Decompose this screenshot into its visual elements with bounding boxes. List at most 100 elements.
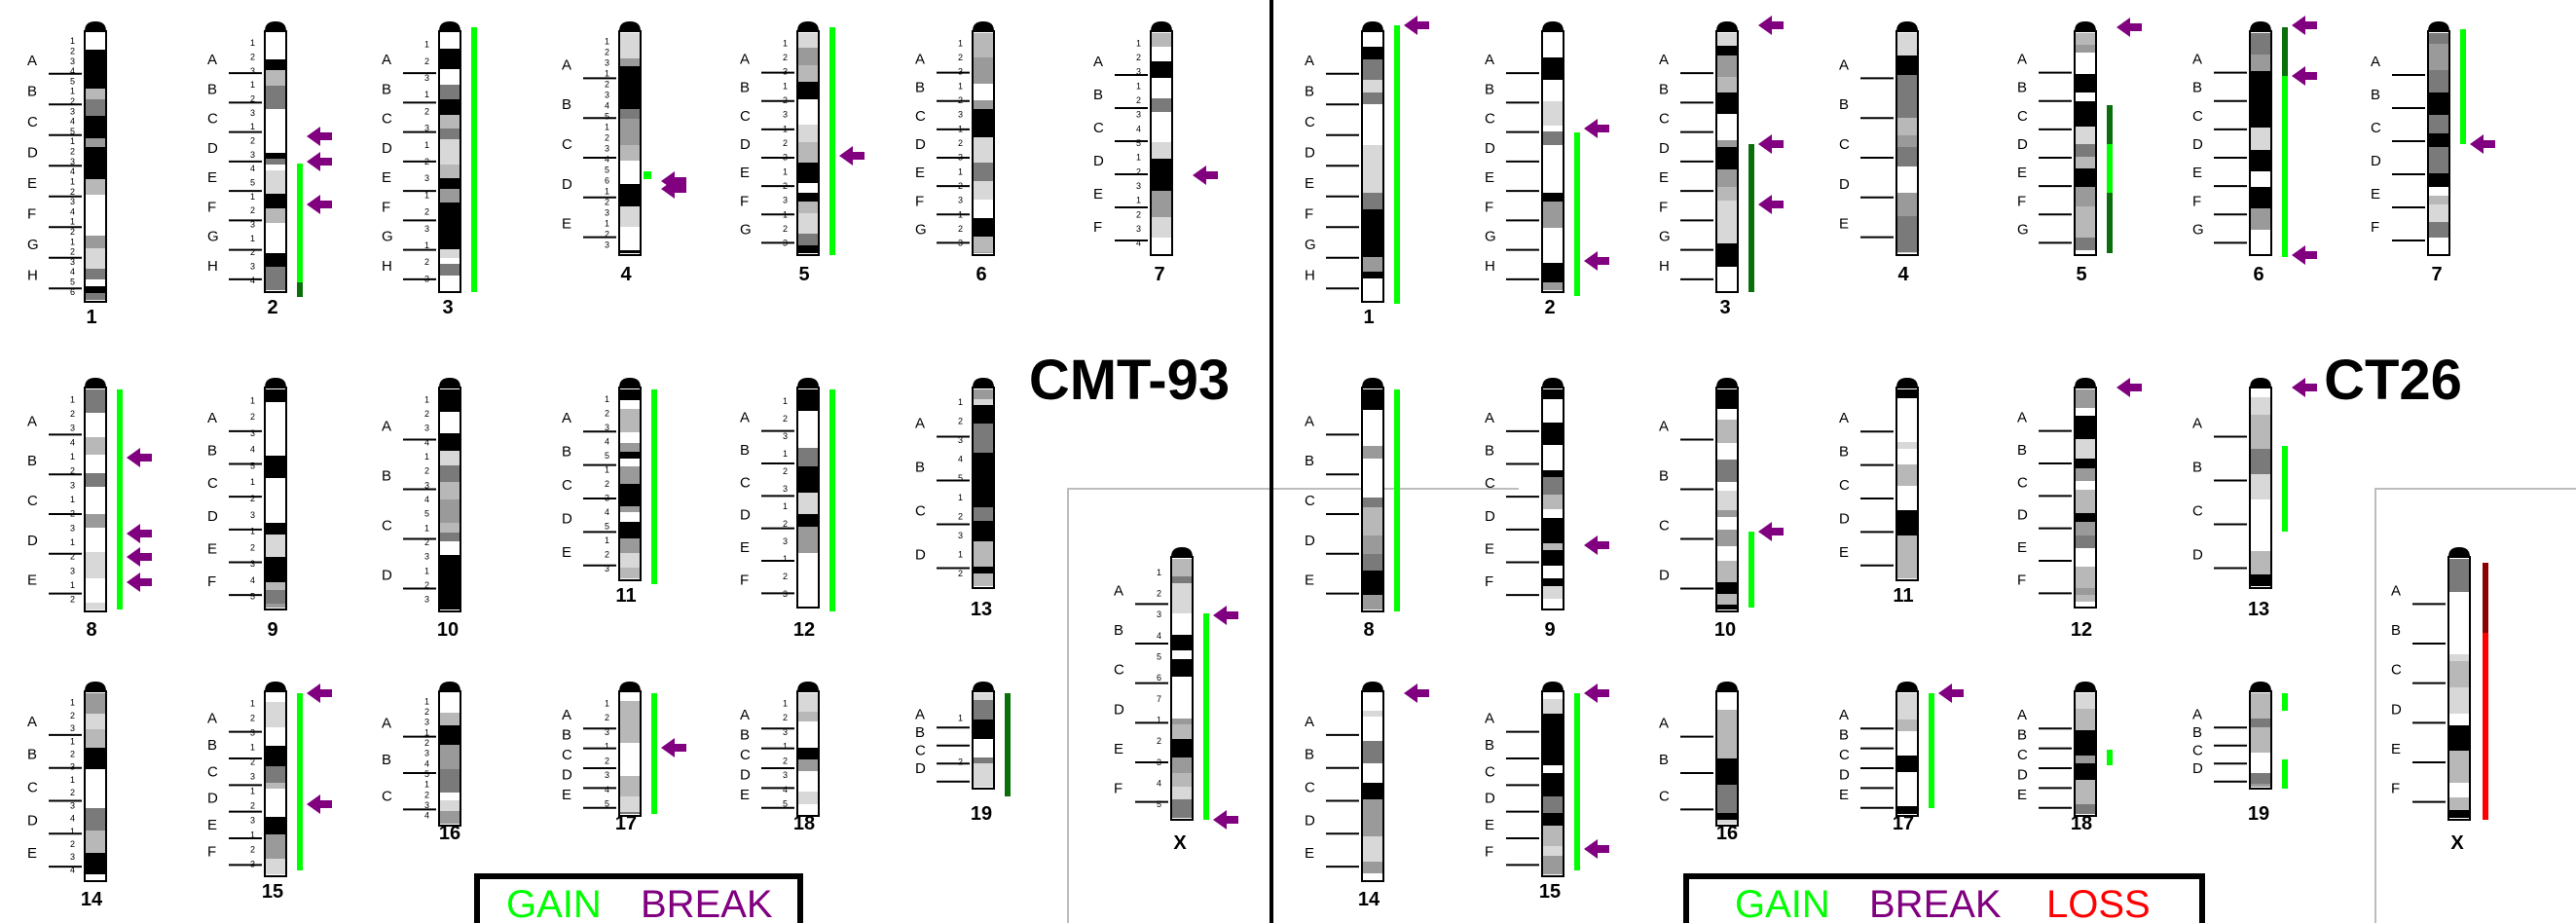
subband-label: 1	[1136, 38, 1141, 48]
band-label: F	[382, 199, 390, 215]
subband-label: 3	[605, 91, 609, 100]
subband-label: 2	[250, 801, 255, 811]
subband-label: 3	[424, 224, 429, 234]
subband-label: 3	[783, 484, 788, 494]
subband-label: 2	[783, 53, 788, 62]
subband-label: 5	[70, 277, 75, 287]
subband-label: 2	[70, 466, 75, 476]
subband-label: 2	[958, 138, 963, 148]
subband-label: 3	[70, 566, 75, 575]
break-arrow-icon	[1938, 683, 1964, 703]
band-label: C	[207, 475, 218, 492]
subband-label: 4	[783, 785, 788, 794]
gain-bar-dark	[2107, 193, 2113, 253]
subband-label: 1	[250, 743, 255, 753]
band-label: A	[740, 52, 750, 68]
subband-label: 3	[783, 153, 788, 163]
chromosome-number-label: 9	[1544, 619, 1555, 641]
chromosome-number-label: 6	[975, 264, 986, 285]
legend-break-label: BREAK	[1869, 883, 2002, 923]
subband-label: 1	[1136, 196, 1141, 205]
band-label: G	[1305, 237, 1316, 253]
gain-bar	[829, 27, 835, 255]
band-label: C	[27, 780, 38, 796]
subband-label: 1	[70, 827, 75, 836]
subband-label: 1	[70, 394, 75, 404]
subband-label: 3	[70, 762, 75, 772]
band-label: C	[207, 763, 218, 780]
band-label: A	[562, 707, 571, 723]
band-label: C	[1093, 120, 1104, 136]
subband-label: 1	[250, 787, 255, 796]
band-label: D	[915, 760, 926, 777]
band-label: B	[1305, 453, 1314, 469]
subband-label: 1	[70, 580, 75, 590]
subband-label: 2	[70, 595, 75, 605]
band-label: F	[1093, 219, 1102, 236]
gain-bar	[1574, 693, 1580, 870]
subband-label: 2	[424, 56, 429, 66]
subband-label: 2	[958, 757, 963, 767]
subband-label: 3	[783, 727, 788, 737]
band-label: D	[1839, 176, 1850, 193]
band-label: B	[562, 96, 571, 113]
chromosome-number-label: 4	[620, 264, 632, 285]
band-label: E	[2391, 741, 2401, 757]
subband-label: 2	[250, 205, 255, 215]
subband-label: 2	[605, 713, 609, 722]
band-label: D	[2192, 547, 2203, 564]
band-label: D	[27, 533, 38, 549]
chromosome-number-label: X	[1173, 832, 1187, 854]
band-label: A	[2017, 52, 2027, 68]
band-label: D	[915, 547, 926, 564]
chromosome-number-label: 17	[1893, 813, 1914, 834]
subband-label: 3	[605, 423, 609, 432]
subband-label: 2	[70, 227, 75, 237]
subband-label: 5	[1157, 652, 1161, 662]
band-label: E	[562, 216, 571, 233]
band-label: C	[1485, 763, 1495, 780]
subband-label: 3	[783, 431, 788, 441]
band-label: E	[1839, 787, 1849, 803]
subband-label: 2	[958, 511, 963, 521]
subband-label: 3	[605, 770, 609, 780]
subband-label: 3	[783, 589, 788, 599]
band-label: B	[2192, 724, 2202, 741]
band-label: F	[2017, 193, 2026, 209]
subband-label: 4	[70, 66, 75, 76]
break-arrow-icon	[1758, 195, 1784, 214]
subband-label: 2	[424, 257, 429, 267]
subband-label: 2	[70, 247, 75, 257]
subband-label: 4	[70, 206, 75, 216]
subband-label: 3	[958, 435, 963, 445]
subband-label: 3	[783, 110, 788, 120]
subband-label: 3	[783, 239, 788, 248]
band-label: G	[207, 229, 219, 245]
subband-label: 1	[250, 831, 255, 840]
subband-label: 1	[605, 465, 609, 475]
band-label: B	[915, 460, 925, 476]
band-label: D	[1485, 791, 1495, 807]
chromosome-number-label: 19	[2248, 803, 2269, 825]
panel-title: CT26	[2324, 349, 2462, 412]
subband-label: 6	[1157, 673, 1161, 683]
subband-label: 3	[250, 66, 255, 76]
subband-label: 1	[424, 523, 429, 533]
band-label: A	[1114, 582, 1123, 599]
band-label: C	[562, 136, 572, 153]
gain-bar	[1203, 613, 1209, 820]
subband-label: 1	[958, 166, 963, 176]
subband-label: 2	[1136, 95, 1141, 105]
panel-title: CMT-93	[1029, 349, 1230, 412]
band-label: B	[2017, 727, 2027, 744]
subband-label: 3	[958, 153, 963, 163]
subband-label: 2	[250, 94, 255, 104]
subband-label: 5	[250, 461, 255, 470]
subband-label: 1	[424, 40, 429, 50]
band-label: F	[27, 205, 36, 222]
band-label: D	[1659, 140, 1670, 157]
break-arrow-icon	[1404, 16, 1429, 35]
